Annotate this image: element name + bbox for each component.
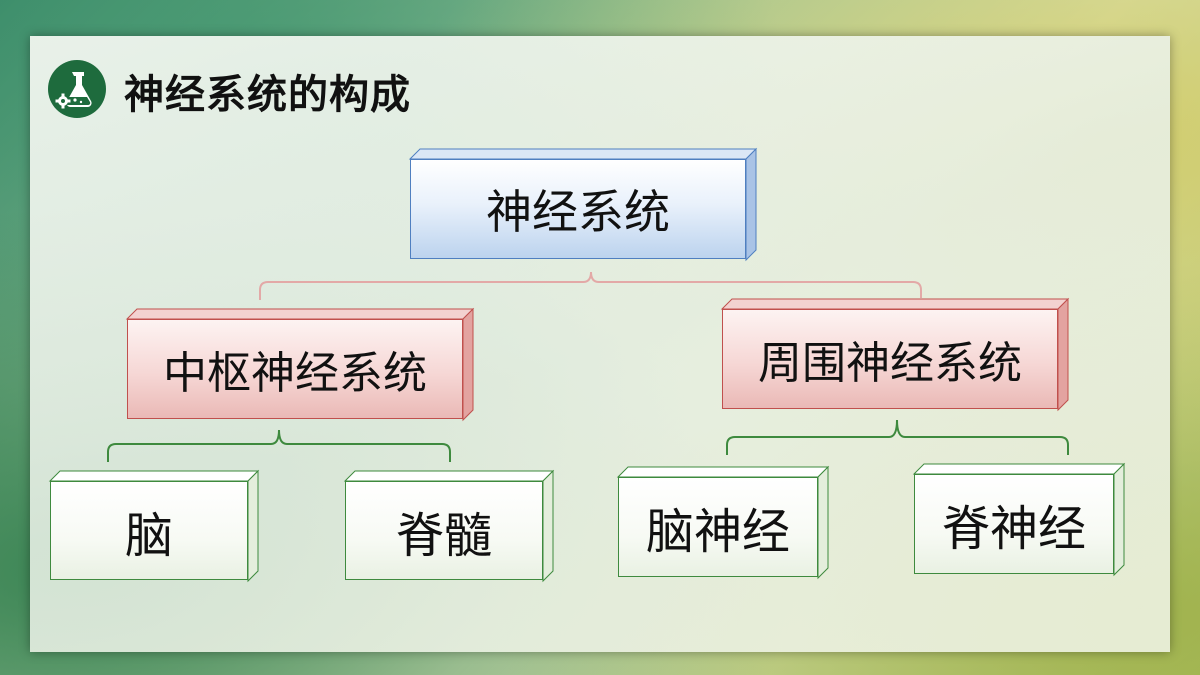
node-label: 脊神经 [941, 501, 1086, 557]
connector-peripheral [726, 419, 1069, 455]
node-label: 脑神经 [645, 504, 790, 560]
node-brain: 脑 [48, 469, 260, 583]
node-cranial-nerves: 脑神经 [616, 465, 830, 580]
node-label: 神经系统 [486, 185, 670, 239]
node-central-nervous-system: 中枢神经系统 [125, 307, 475, 422]
flask-gear-icon [48, 60, 106, 118]
node-label: 周围神经系统 [758, 338, 1022, 389]
node-spinal-nerves: 脊神经 [912, 462, 1126, 577]
node-label: 脊髓 [395, 507, 492, 564]
node-nervous-system: 神经系统 [408, 147, 758, 262]
connector-root [259, 271, 922, 300]
node-peripheral-nervous-system: 周围神经系统 [720, 297, 1070, 412]
connector-central [107, 429, 451, 462]
node-label: 脑 [124, 507, 173, 564]
node-label: 中枢神经系统 [163, 348, 427, 399]
page-title: 神经系统的构成 [124, 71, 411, 118]
node-spinal-cord: 脊髓 [343, 469, 555, 583]
